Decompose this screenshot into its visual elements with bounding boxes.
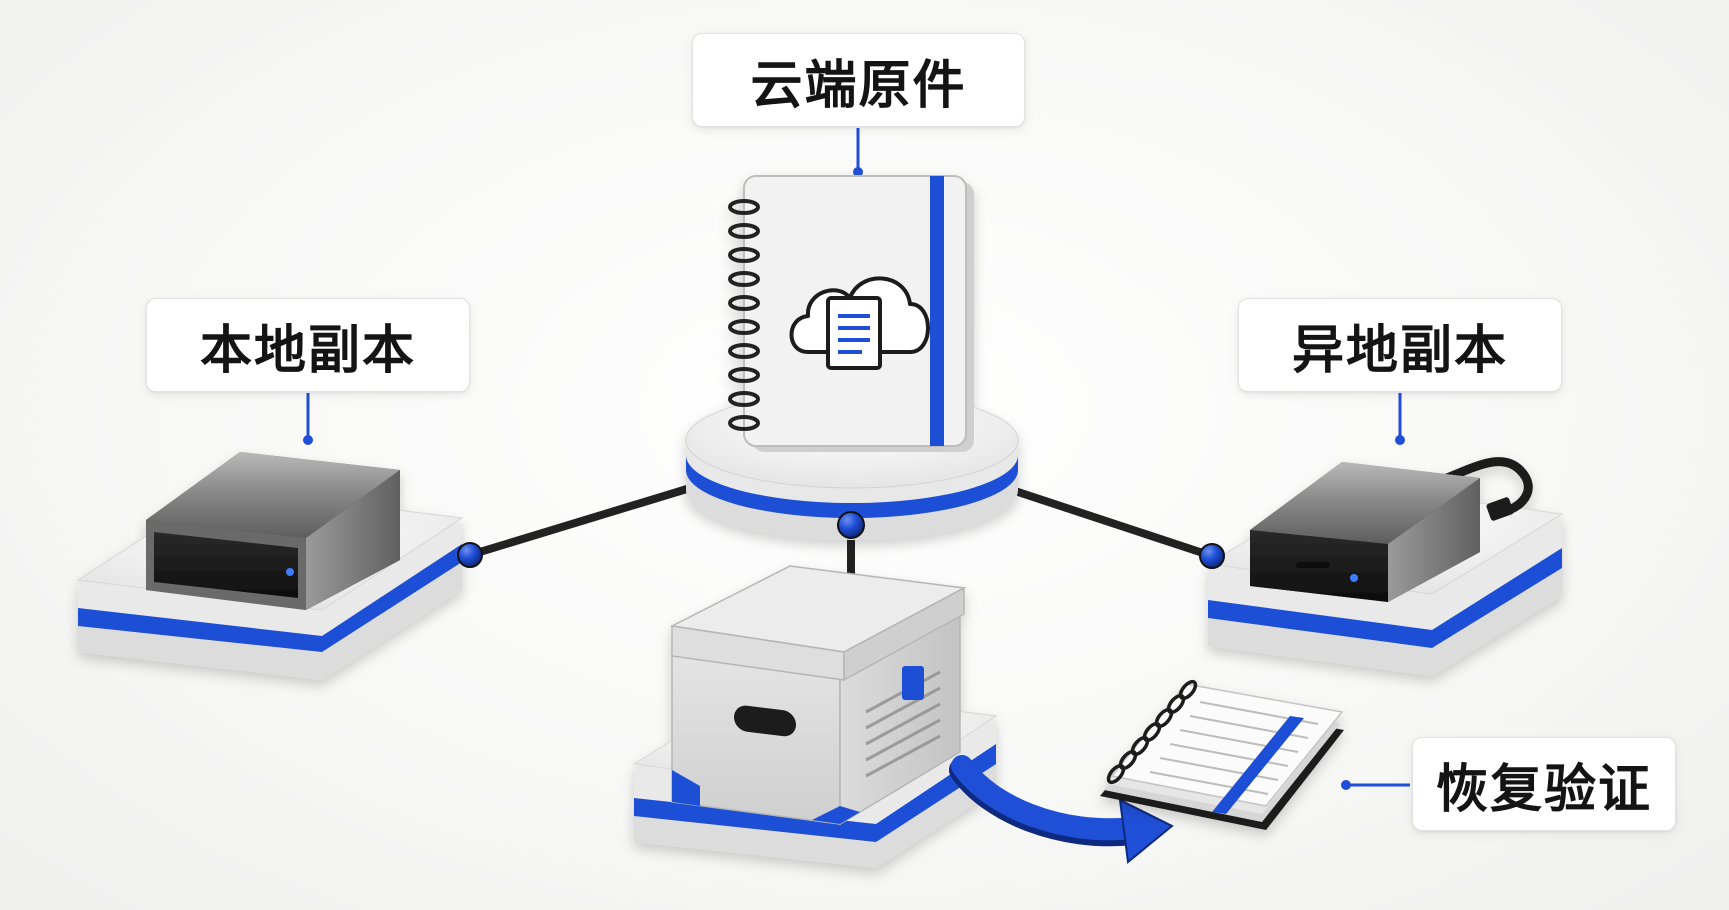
offsite-copy-node — [1206, 457, 1564, 676]
label-local-copy-text: 本地副本 — [199, 320, 416, 381]
connector-joints — [457, 511, 1225, 569]
curved-arrow-icon — [949, 755, 1174, 864]
joint-center — [837, 511, 865, 539]
label-cloud-original: 云端原件 — [692, 33, 1025, 127]
restored-notebook-spiral — [1106, 679, 1198, 785]
label-local-copy: 本地副本 — [146, 298, 470, 392]
hard-drive-icon — [146, 452, 400, 610]
connector-local — [466, 481, 704, 559]
label-offsite-copy: 异地副本 — [1238, 298, 1562, 392]
label-offsite-copy-text: 异地副本 — [1291, 320, 1508, 381]
leader-offsite-dot — [1395, 435, 1405, 445]
leader-restore-dot — [1341, 780, 1351, 790]
local-copy-node — [76, 452, 464, 680]
external-drive-status-light — [1350, 574, 1358, 582]
connector-offsite — [1008, 486, 1216, 560]
external-drive-icon — [1250, 457, 1533, 602]
joint-local — [457, 542, 483, 568]
leader-local-dot — [303, 435, 313, 445]
label-cloud-original-text: 云端原件 — [750, 55, 967, 116]
leader-cloud-dot — [853, 167, 863, 177]
box-handle — [734, 705, 796, 737]
cloud-document-icon — [789, 276, 930, 370]
archive-node — [632, 565, 998, 868]
archive-box-icon — [669, 565, 967, 826]
label-restore-verify-text: 恢复验证 — [1435, 759, 1652, 820]
label-restore-verify: 恢复验证 — [1412, 737, 1676, 831]
cloud-original-node — [685, 175, 1019, 540]
notebook-icon — [1100, 679, 1344, 830]
joint-offsite — [1199, 543, 1225, 569]
spiral-binding — [728, 199, 760, 431]
drive-status-light — [286, 568, 294, 576]
box-clip — [902, 666, 924, 700]
cloud-notebook-icon — [728, 175, 974, 452]
